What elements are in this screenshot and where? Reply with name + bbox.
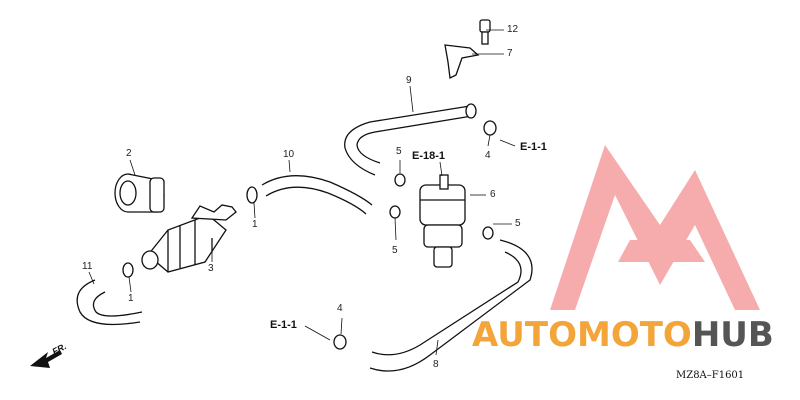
part-6-solenoid [419,174,466,268]
hose-9 [344,105,473,176]
part-2-mount [114,173,165,213]
ref-e-1-1-bottom: E-1-1 [270,319,297,331]
watermark-logo [550,145,760,310]
part-label-4-a: 4 [485,150,491,161]
part-label-9: 9 [406,75,412,86]
ref-e-1-1-top: E-1-1 [520,141,547,153]
hose-11-outline [92,291,143,317]
diagram-code: MZ8A–F1601 [676,370,745,381]
ref-e-18-1: E-18-1 [412,150,446,162]
part-label-5-b: 5 [392,245,398,256]
clip-5-c [482,226,494,240]
part-label-5-c: 5 [515,218,521,229]
clip-1-a [246,186,258,204]
part-label-7: 7 [507,48,513,59]
watermark-text: AUTOMOTOHUB [472,318,774,352]
part-label-10: 10 [283,149,295,160]
clip-5-b [389,205,401,219]
part-label-1-a: 1 [252,219,258,230]
watermark-hub: HUB [691,315,774,355]
part-label-6: 6 [490,189,496,200]
part-label-2: 2 [126,148,132,159]
part-label-12: 12 [507,24,519,35]
part-label-4-b: 4 [337,303,343,314]
part-label-8: 8 [433,359,439,370]
clip-4-b [333,334,347,350]
part-label-11: 11 [82,261,93,272]
hose-8 [369,239,533,372]
clip-1-b [122,262,134,278]
part-12-bolt [479,19,491,45]
part-label-1-b: 1 [128,293,134,304]
hose-11 [76,279,141,326]
watermark-moto: MOTO [576,315,692,355]
part-7-bracket [444,44,480,79]
leader-lines [88,29,516,356]
front-arrow-icon [30,350,62,368]
watermark-auto: AUTO [472,315,577,355]
hose-10 [261,175,373,215]
part-label-5-a: 5 [396,146,402,157]
clip-5-a [394,173,406,187]
part-label-3: 3 [208,263,214,274]
part-3-valve [141,204,237,273]
clip-4-a [483,120,497,136]
